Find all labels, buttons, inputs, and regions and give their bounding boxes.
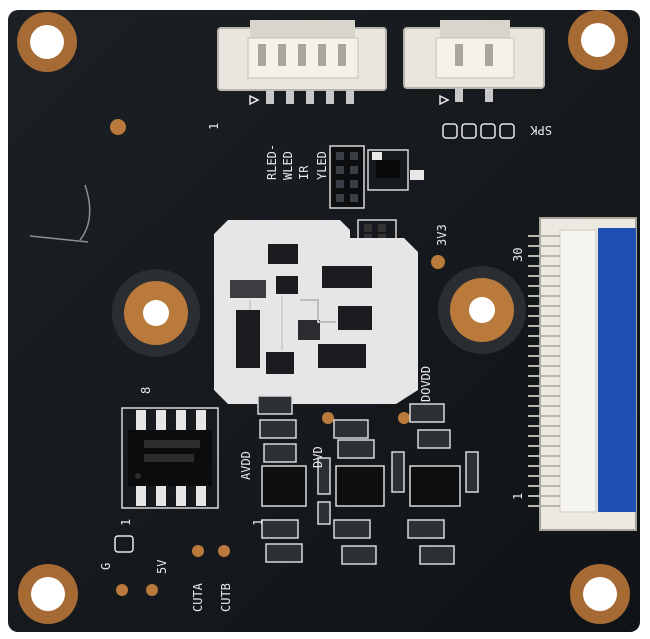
label-pin8: 8 — [139, 387, 153, 394]
soic8-chip — [121, 407, 219, 509]
label-wled: WLED — [281, 151, 295, 180]
label-pin1-fpc: 1 — [511, 493, 525, 500]
label-pin1-reg: 1 — [251, 519, 265, 526]
connector-2pin — [403, 20, 545, 106]
label-3v3: 3V3 — [435, 224, 449, 246]
shield-components — [230, 244, 372, 374]
fpc-connector — [528, 217, 637, 531]
label-avdd: AVDD — [239, 451, 253, 480]
test-pad-g — [116, 584, 128, 596]
label-yled: YLED — [315, 151, 329, 180]
mounting-hole-top-right — [568, 10, 628, 70]
lens-mount-pad-left — [112, 269, 200, 357]
label-dovdd: DOVDD — [419, 366, 433, 402]
label-cuta: CUTA — [191, 582, 205, 612]
board-scratch — [29, 184, 91, 243]
label-rled: RLED- — [265, 144, 279, 180]
test-pad-5v — [146, 584, 158, 596]
label-pin30: 30 — [511, 248, 525, 262]
test-pad-left — [110, 119, 126, 135]
label-ir: IR — [297, 165, 311, 180]
mounting-hole-bottom-right — [570, 564, 630, 624]
test-pad-3v3 — [431, 255, 445, 269]
mounting-hole-bottom-left — [18, 564, 78, 624]
lens-mount-pad-right — [438, 266, 526, 354]
test-pad-cutb — [218, 545, 230, 557]
label-cutb: CUTB — [219, 583, 233, 612]
label-5v: 5V — [155, 560, 169, 574]
test-pad-dvdd — [322, 412, 334, 424]
label-g: G — [99, 563, 113, 570]
label-pin1-top: 1 — [207, 123, 221, 130]
connector-5pin — [217, 20, 387, 106]
transistor — [367, 149, 424, 191]
g-pad-outline — [114, 535, 134, 553]
test-pad-cuta — [192, 545, 204, 557]
label-dvdd: DVD — [311, 446, 325, 468]
test-pad-dovdd — [398, 412, 410, 424]
mounting-hole-top-left — [17, 12, 77, 72]
spk-pads — [442, 123, 515, 139]
regulator-group — [257, 395, 479, 565]
label-spk: SPK — [530, 123, 552, 137]
led-header-pins — [329, 145, 365, 209]
label-pin1-chip: 1 — [119, 519, 133, 526]
